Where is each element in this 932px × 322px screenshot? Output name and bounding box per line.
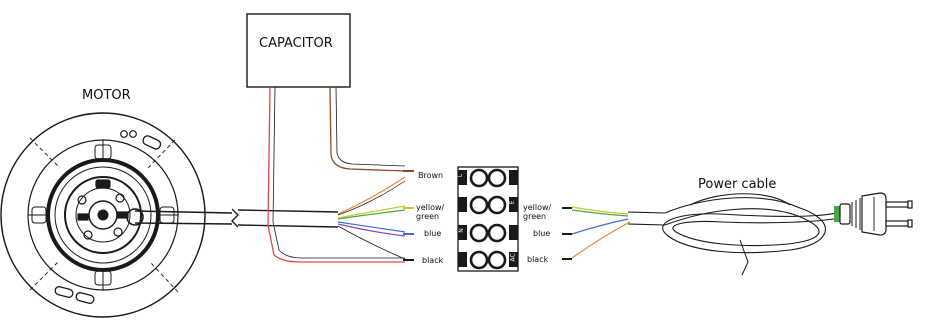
motor-wire-fan — [337, 170, 414, 261]
terminal-block — [457, 166, 519, 272]
terminal-slot-mark-4: AC — [509, 253, 517, 262]
power-wire-black-label: black — [527, 255, 549, 264]
power-wire-blue-label: blue — [533, 229, 551, 238]
capacitor-label: CAPACITOR — [259, 36, 333, 51]
motor-wire-blue-label: blue — [424, 229, 442, 238]
terminal-slot-mark-2: N — [457, 228, 465, 233]
plug — [834, 192, 913, 236]
capacitor — [246, 13, 406, 263]
power-cable-label: Power cable — [698, 177, 777, 192]
motor-cable — [134, 208, 339, 228]
power-wire-fan — [562, 206, 631, 260]
motor-outer-ring — [0, 112, 206, 318]
motor — [0, 112, 206, 318]
power-cable — [627, 193, 841, 276]
motor-wire-black-label: black — [422, 256, 444, 265]
terminal-block-body — [457, 166, 519, 272]
terminal-slot-mark-1: L — [457, 173, 465, 178]
motor-wire-yellow-green-label: yellow/ green — [416, 203, 445, 221]
motor-label: MOTOR — [82, 88, 131, 103]
capacitor-red-lead — [267, 86, 405, 263]
power-wire-yellow-green-label: yellow/ green — [523, 203, 552, 221]
terminal-slot-mark-3: E — [508, 200, 516, 205]
motor-wire-brown-label: Brown — [418, 171, 444, 180]
capacitor-brown-lead — [329, 86, 406, 172]
capacitor-box — [246, 13, 351, 88]
